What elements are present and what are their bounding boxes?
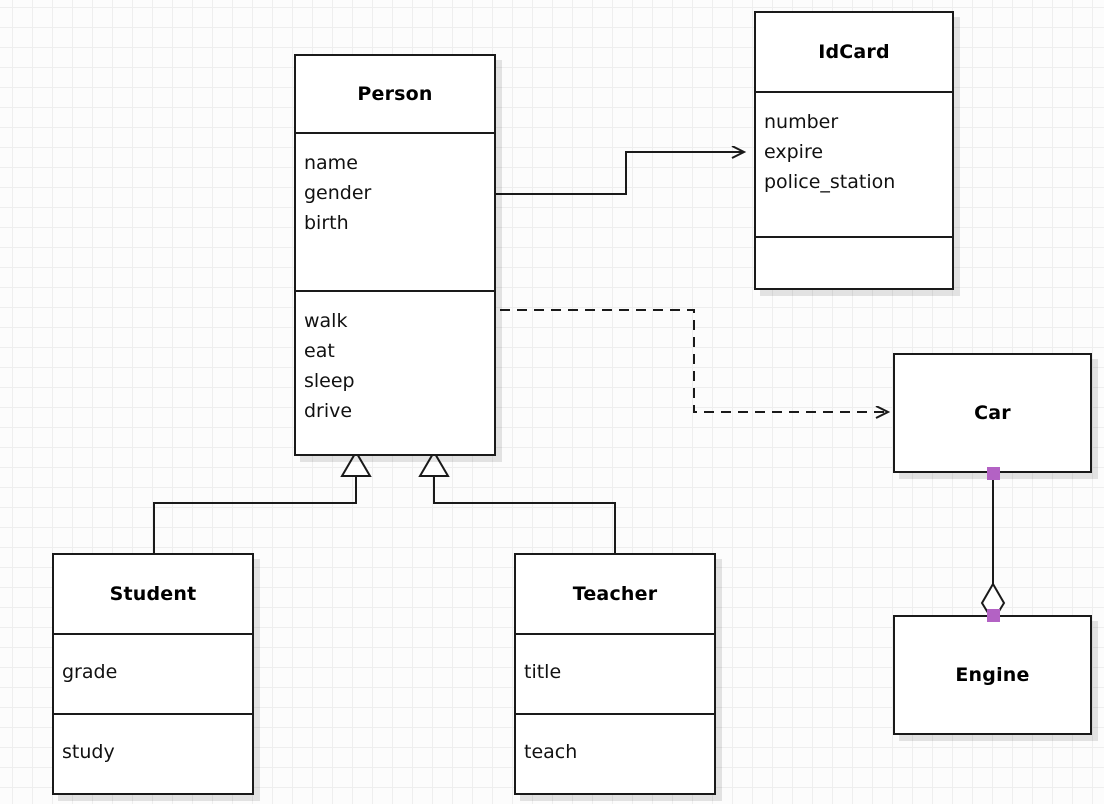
class-title-teacher: Teacher <box>572 583 658 605</box>
uml-class-car[interactable]: Car <box>893 353 1092 473</box>
class-attributes-teacher: title <box>516 633 714 713</box>
uml-class-person[interactable]: Person name gender birth walk eat sleep … <box>294 54 496 456</box>
connection-handle-car-bottom[interactable] <box>987 467 1000 480</box>
class-attributes-person: name gender birth <box>296 132 494 290</box>
class-title-car: Car <box>974 402 1011 424</box>
class-attributes-idcard: number expire police_station <box>756 91 952 236</box>
class-title-engine: Engine <box>955 664 1030 686</box>
class-methods-idcard <box>756 236 952 288</box>
uml-class-idcard[interactable]: IdCard number expire police_station <box>754 11 954 290</box>
class-title-idcard: IdCard <box>818 41 890 63</box>
uml-class-teacher[interactable]: Teacher title teach <box>514 553 716 795</box>
edge-teacher-person[interactable] <box>418 450 616 553</box>
class-methods-teacher: teach <box>516 713 714 793</box>
edge-car-engine[interactable] <box>980 473 1006 623</box>
uml-class-engine[interactable]: Engine <box>893 615 1092 735</box>
class-methods-student: study <box>54 713 252 793</box>
edge-person-car[interactable] <box>500 309 888 412</box>
connection-handle-engine-top[interactable] <box>987 609 1000 622</box>
class-title-student: Student <box>109 583 197 605</box>
class-title-person: Person <box>357 83 433 105</box>
uml-class-student[interactable]: Student grade study <box>52 553 254 795</box>
edge-person-idcard[interactable] <box>496 152 744 195</box>
class-attributes-student: grade <box>54 633 252 713</box>
edge-student-person[interactable] <box>153 450 372 553</box>
class-methods-person: walk eat sleep drive <box>296 290 494 454</box>
